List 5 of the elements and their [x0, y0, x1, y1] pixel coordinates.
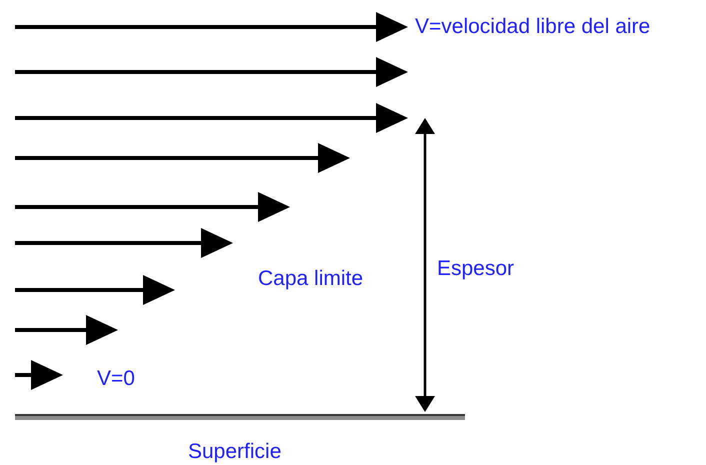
thickness-label: Espesor: [437, 258, 514, 279]
velocity-label: V=0: [97, 368, 135, 389]
surface-label: Superficie: [188, 441, 282, 462]
velocity-label: V=velocidad libre del aire: [415, 16, 650, 37]
region-label: Capa limite: [258, 268, 364, 289]
